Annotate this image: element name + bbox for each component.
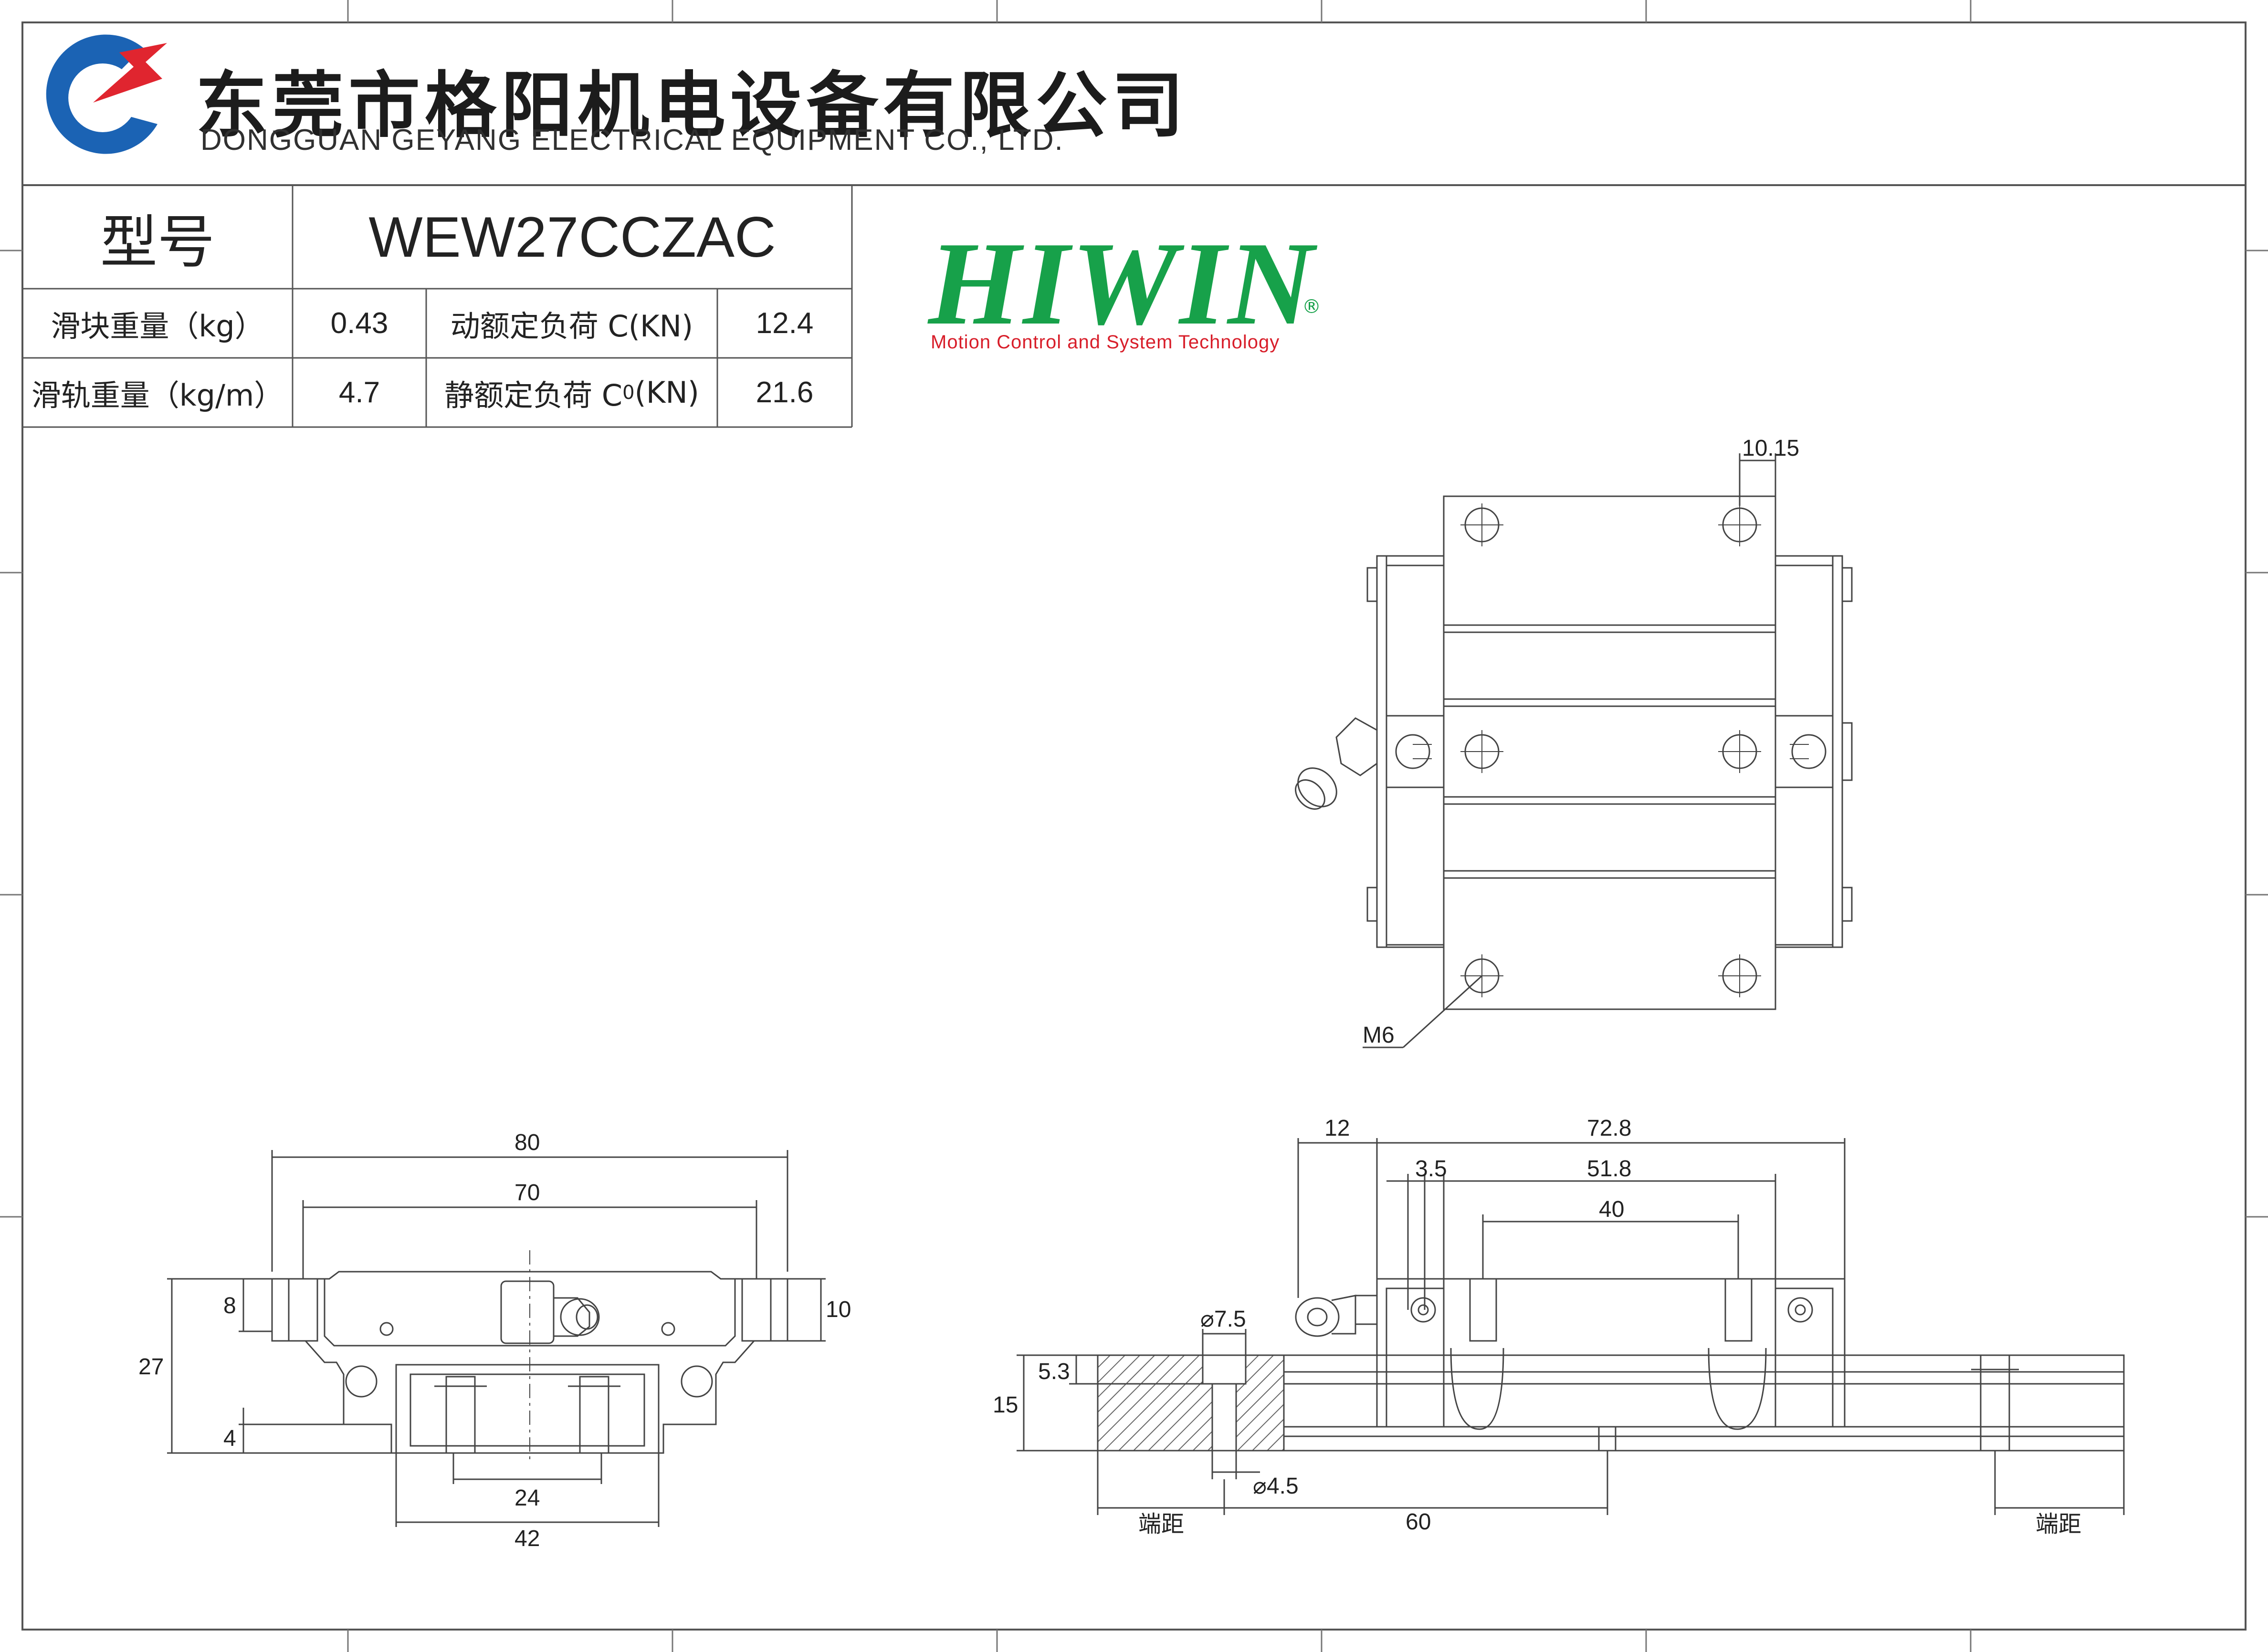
dim-hole-dia: ⌀4.5	[1253, 1474, 1299, 1499]
block-weight-value: 0.43	[330, 307, 388, 340]
dim-hole-offset: 10.15	[1742, 436, 1799, 461]
block-weight-label: 滑块重量（kg）	[51, 308, 264, 344]
dim-rail-width: 42	[514, 1526, 540, 1551]
dim-block-width: 80	[514, 1130, 540, 1155]
dim-hole-dia-value: 4.5	[1267, 1474, 1299, 1499]
dim-rail-height: 15	[993, 1392, 1018, 1418]
dim-block-length: 72.8	[1587, 1116, 1631, 1141]
rail-weight-value: 4.7	[338, 376, 380, 409]
dim-total-height: 27	[138, 1354, 164, 1380]
dim-flange-height: 8	[223, 1293, 236, 1318]
dim-rail-pitch: 60	[1406, 1509, 1431, 1535]
dim-hole-pitch: 40	[1599, 1197, 1624, 1222]
static-load-value: 21.6	[756, 376, 814, 409]
dim-hole-pitch: 70	[514, 1180, 540, 1205]
dim-rail-gap: 4	[223, 1426, 236, 1451]
model-value: WEW27CCZAC	[368, 205, 776, 269]
dim-rail-hole-pitch: 24	[514, 1485, 540, 1511]
model-label: 型号	[100, 209, 215, 276]
dim-nipple-offset: 12	[1324, 1116, 1350, 1141]
dynamic-load-value: 12.4	[756, 307, 814, 340]
dim-end-distance-left: 端距	[1138, 1511, 1184, 1537]
company-name-en: DONGGUAN GEYANG ELECTRICAL EQUIPMENT CO.…	[200, 124, 1064, 157]
dim-counterbore-depth: 5.3	[1038, 1359, 1070, 1384]
dim-body-length: 51.8	[1587, 1156, 1631, 1181]
dynamic-load-label: 动额定负荷 C(KN)	[450, 308, 693, 344]
dim-end-distance-right: 端距	[2036, 1511, 2081, 1537]
registered-mark: ®	[1302, 296, 1321, 318]
static-load-label-sub: 0	[622, 381, 635, 404]
dim-end-offset: 3.5	[1415, 1156, 1447, 1181]
rail-weight-label: 滑轨重量（kg/m）	[31, 377, 284, 413]
company-logo-icon	[46, 34, 167, 154]
dim-counterbore-dia-value: 7.5	[1214, 1307, 1246, 1332]
hiwin-logo: HIWIN	[928, 218, 1316, 350]
static-load-label-main: 静额定负荷 C	[444, 377, 623, 413]
company-name-cn: 东莞市格阳机电设备有限公司	[196, 64, 1189, 147]
dim-counterbore-dia: ⌀7.5	[1200, 1307, 1246, 1332]
dim-thread: M6	[1363, 1023, 1395, 1048]
static-load-label-tail: (KN)	[634, 375, 699, 410]
hiwin-tagline: Motion Control and System Technology	[931, 332, 1280, 353]
dim-top-height: 10	[826, 1297, 851, 1322]
